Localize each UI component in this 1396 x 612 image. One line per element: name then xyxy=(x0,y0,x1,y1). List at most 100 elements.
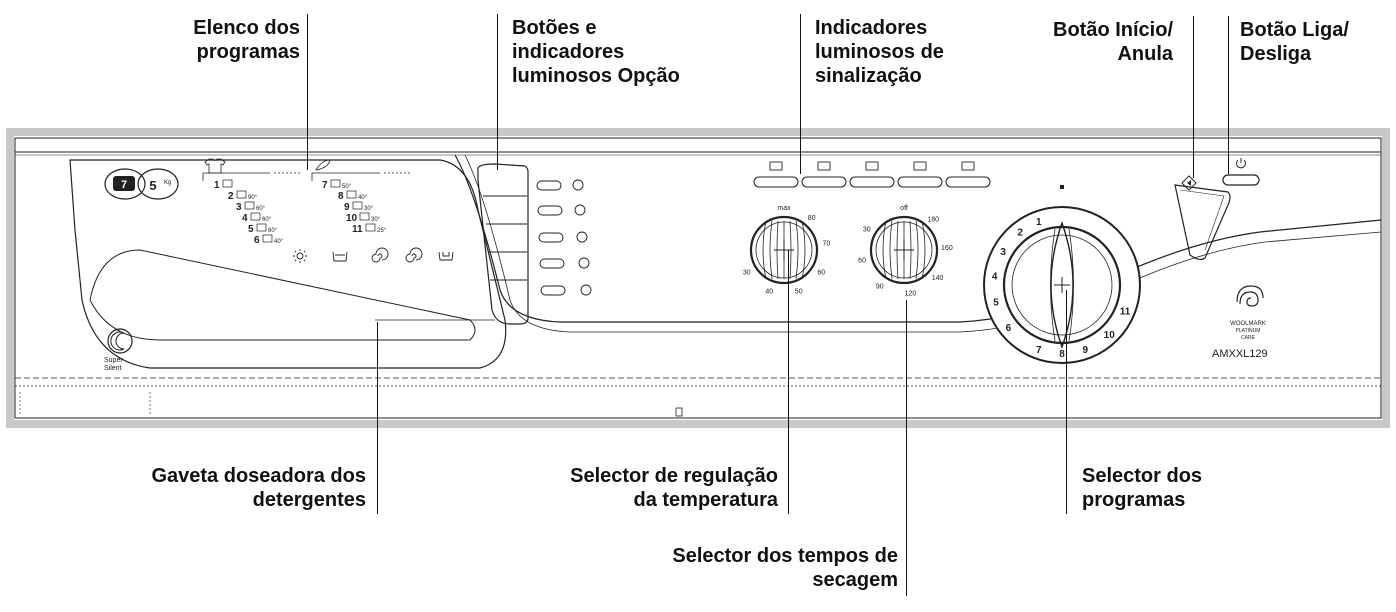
woolmark-text-2: PLATINUM xyxy=(1236,328,1261,334)
knob-scale-label: 180 xyxy=(927,216,939,223)
start-cancel-button[interactable] xyxy=(1174,175,1231,261)
power-button[interactable] xyxy=(1222,158,1260,186)
callout-start-cancel: Botão Início/ Anula xyxy=(1053,19,1173,65)
fabric-icon xyxy=(359,212,370,221)
callout-option-buttons: Botões e indicadores luminosos Opção xyxy=(512,17,680,87)
tub-wave-icon xyxy=(580,284,592,296)
leaf-icon xyxy=(315,159,331,171)
leader-temperature-selector xyxy=(788,250,789,514)
option-indicators xyxy=(536,179,592,296)
tub-icon xyxy=(332,251,348,262)
knob-scale-label: 60 xyxy=(858,258,866,265)
fabric-icon xyxy=(244,201,255,210)
capacity-badges: 7 5 Kg xyxy=(104,168,179,200)
dial-program-number: 8 xyxy=(1059,349,1065,360)
knob-scale-label: max xyxy=(777,205,791,212)
drain-icon xyxy=(438,251,454,261)
knob-scale-label: 80 xyxy=(808,215,816,222)
knob-scale-label: off xyxy=(900,205,908,212)
option-led xyxy=(537,205,563,216)
knob-scale-label: 120 xyxy=(905,291,917,298)
signal-led xyxy=(849,176,895,188)
panel-body xyxy=(14,137,1382,419)
fabric-icon xyxy=(222,179,233,188)
signal-led xyxy=(753,176,799,188)
callout-detergent-drawer: Gaveta doseadora dos detergentes xyxy=(151,465,366,511)
program-number: 8 xyxy=(338,191,344,202)
fabric-icon xyxy=(236,190,247,199)
dial-program-number: 11 xyxy=(1120,306,1131,317)
option-led xyxy=(539,258,565,269)
option-button-pad[interactable] xyxy=(477,163,529,325)
key-icon xyxy=(769,161,783,171)
option-led xyxy=(538,232,564,243)
woolmark-text-1: WOOLMARK xyxy=(1230,321,1266,327)
super-silent-label-2: Silent xyxy=(104,365,122,372)
center-panel-outline xyxy=(454,154,1382,323)
program-temp: 40° xyxy=(358,195,368,201)
super-silent-logo: Super Silent xyxy=(104,328,133,372)
clock-icon xyxy=(578,257,590,269)
sun-arrow-icon xyxy=(572,179,584,191)
callout-power: Botão Liga/ Desliga xyxy=(1240,19,1349,65)
model-number: AMXXL129 xyxy=(1212,348,1268,360)
program-number: 4 xyxy=(242,213,248,224)
program-temp: 25° xyxy=(377,228,387,234)
fabric-icon xyxy=(262,234,273,243)
spiral-icon xyxy=(371,247,389,263)
program-temp: 30° xyxy=(371,217,381,223)
badge-5: 5 xyxy=(149,178,156,193)
program-temp: 60° xyxy=(262,217,272,223)
program-temp: 40° xyxy=(274,239,284,245)
callout-temperature-selector: Selector de regulação da temperatura xyxy=(570,465,778,511)
shirt-icon xyxy=(574,204,586,216)
leader-program-selector xyxy=(1066,290,1067,514)
dial-program-number: 9 xyxy=(1082,345,1088,356)
knob-scale-label: 30 xyxy=(863,227,871,234)
program-number: 5 xyxy=(248,224,254,235)
program-temp: 60° xyxy=(256,206,266,212)
callout-drying-selector: Selector dos tempos de secagem xyxy=(672,545,898,591)
callout-program-list: Elenco dos programas xyxy=(193,17,300,63)
leader-drying-selector xyxy=(906,300,907,596)
tub-icon xyxy=(817,161,831,171)
leader-detergent-drawer xyxy=(377,322,378,514)
dial-program-number: 7 xyxy=(1036,345,1042,356)
option-led xyxy=(536,180,562,191)
dial-program-number: 6 xyxy=(1006,323,1012,334)
spiral-icon-2 xyxy=(405,247,423,263)
woolmark-logo: WOOLMARK PLATINUM CARE xyxy=(1230,285,1266,341)
knob-scale-label: 70 xyxy=(822,241,830,248)
leader-program-list xyxy=(307,14,308,170)
badge-kg: Kg xyxy=(164,180,171,186)
knob-scale-label: 30 xyxy=(743,270,751,277)
fabric-icon xyxy=(330,179,341,188)
fabric-icon xyxy=(365,223,376,232)
signal-led xyxy=(801,176,847,188)
program-number: 10 xyxy=(346,213,358,224)
sun-icon xyxy=(293,249,307,263)
program-temp: 50° xyxy=(342,184,352,190)
program-number: 11 xyxy=(352,224,363,235)
knob-scale-label: 90 xyxy=(876,284,884,291)
power-icon xyxy=(1236,158,1246,169)
leader-signal-lights xyxy=(800,14,801,174)
badge-7: 7 xyxy=(121,179,127,191)
knob-scale-label: 140 xyxy=(932,275,944,282)
fabric-icon xyxy=(250,212,261,221)
spiral-icon xyxy=(913,161,927,171)
callout-signal-lights: Indicadores luminosos de sinalização xyxy=(815,17,944,87)
program-temp: 30° xyxy=(364,206,374,212)
program-indicator-row xyxy=(293,247,454,263)
dial-program-number: 1 xyxy=(1036,217,1042,228)
tub-icon xyxy=(576,231,588,243)
signal-indicators xyxy=(753,161,991,188)
signal-led xyxy=(897,176,943,188)
program-list xyxy=(202,158,410,181)
dial-program-number: 4 xyxy=(992,272,998,283)
